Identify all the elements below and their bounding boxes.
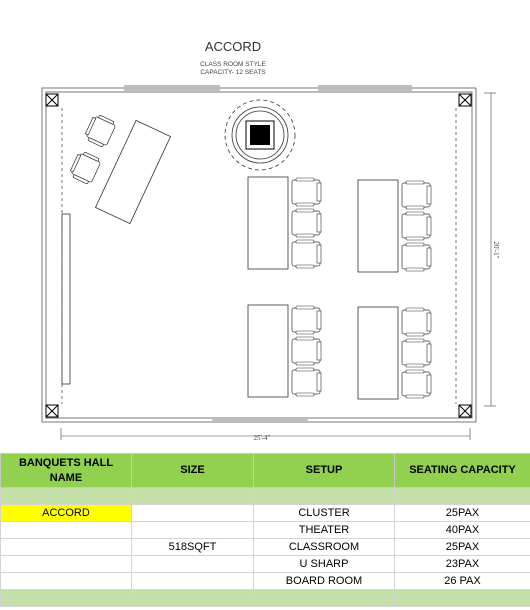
hall-name-cell — [0, 521, 132, 539]
capacity-cell: 26 PAX — [394, 572, 530, 590]
chandelier-icon — [224, 99, 296, 171]
table-row: THEATER 40PAX — [0, 521, 530, 539]
chair — [291, 305, 322, 335]
table-row: BOARD ROOM 26 PAX — [0, 572, 530, 590]
band-row — [0, 487, 530, 505]
chair — [401, 369, 432, 399]
corner-columns — [45, 93, 472, 418]
table-row: U SHARP 23PAX — [0, 555, 530, 573]
dimension-height — [484, 92, 496, 407]
band-row — [0, 589, 530, 607]
dimension-height-label: 20'-1" — [492, 242, 500, 259]
setup-cell: U SHARP — [253, 555, 395, 573]
size-cell — [131, 521, 254, 539]
classroom-table — [357, 179, 399, 273]
chair — [401, 307, 432, 337]
hall-name-cell — [0, 555, 132, 573]
setup-cell: BOARD ROOM — [253, 572, 395, 590]
chair — [401, 242, 432, 272]
header-capacity: SEATING CAPACITY — [394, 453, 530, 488]
wall-panel — [61, 213, 71, 385]
table-row: ACCORD CLUSTER 25PAX — [0, 504, 530, 522]
column-top-left — [45, 93, 59, 107]
capacity-cell: 40PAX — [394, 521, 530, 539]
plan-subtitle-capacity: CAPACITY- 12 SEATS — [200, 69, 266, 76]
size-cell — [131, 572, 254, 590]
chair — [291, 177, 322, 207]
presenter-chair — [84, 114, 116, 148]
plan-subtitle-style: CLASS ROOM STYLE — [200, 61, 266, 68]
chair — [291, 336, 322, 366]
size-cell — [131, 504, 254, 522]
hall-name-cell: ACCORD — [0, 504, 132, 522]
plan-title: ACCORD — [205, 39, 261, 54]
header-size: SIZE — [131, 453, 254, 488]
chair — [401, 211, 432, 241]
column-top-right — [458, 93, 472, 107]
chair — [291, 208, 322, 238]
setup-cell: THEATER — [253, 521, 395, 539]
classroom-table — [357, 306, 399, 400]
setup-cell: CLUSTER — [253, 504, 395, 522]
classroom-table — [247, 304, 289, 398]
hall-name-cell — [0, 572, 132, 590]
setup-cell: CLASSROOM — [253, 538, 395, 556]
header-setup: SETUP — [253, 453, 395, 488]
chair — [291, 367, 322, 397]
table-row: 518SQFT CLASSROOM 25PAX — [0, 538, 530, 556]
classroom-seating — [247, 176, 432, 400]
dimension-width — [60, 428, 471, 440]
room-walls — [41, 85, 477, 423]
capacity-cell: 23PAX — [394, 555, 530, 573]
capacity-cell: 25PAX — [394, 504, 530, 522]
classroom-table — [247, 176, 289, 270]
column-bottom-left — [45, 404, 59, 418]
chair — [291, 239, 322, 269]
presenter-chair — [69, 151, 101, 185]
chair — [401, 180, 432, 210]
dimension-width-label: 25'-4" — [254, 434, 271, 442]
floor-plan: ACCORD CLASS ROOM STYLE CAPACITY- 12 SEA… — [41, 39, 500, 442]
capacity-cell: 25PAX — [394, 538, 530, 556]
size-cell: 518SQFT — [131, 538, 254, 556]
chair — [401, 338, 432, 368]
size-cell — [131, 555, 254, 573]
presenter-table — [94, 119, 172, 225]
hall-name-cell — [0, 538, 132, 556]
column-bottom-right — [458, 404, 472, 418]
